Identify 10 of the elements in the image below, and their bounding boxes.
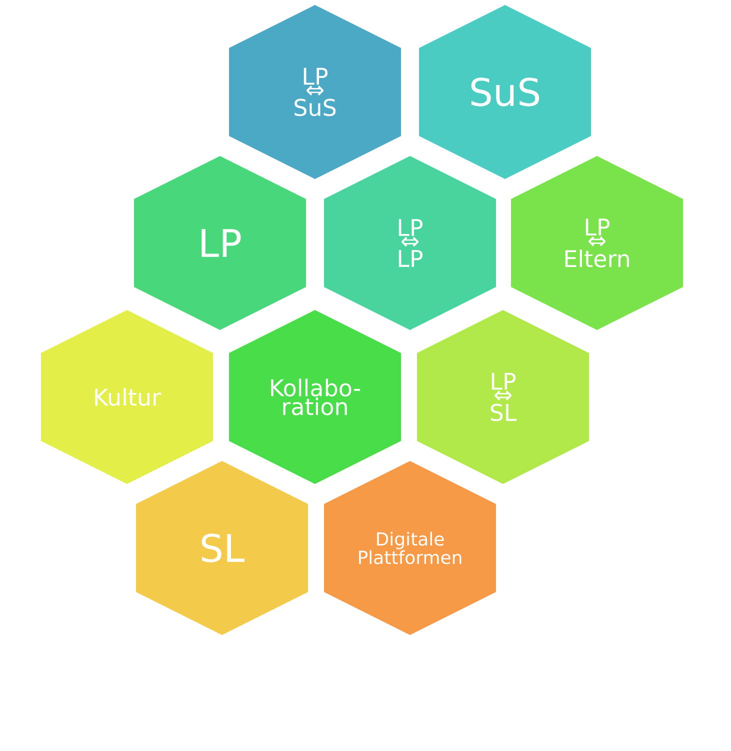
hexagon-tile: LP ⇔ Eltern [511, 156, 683, 330]
hexagon-tile: Kultur [41, 310, 213, 484]
hexagon-tile: SL [136, 461, 308, 635]
hexagon-tile: Digitale Plattformen [324, 461, 496, 635]
hexagon-tile: LP [134, 156, 306, 330]
hexagon-tile: LP ⇔ LP [324, 156, 496, 330]
hexagon-tile: LP ⇔ SuS [229, 5, 401, 179]
hexagon-tile: SuS [419, 5, 591, 179]
hexagon-tile: LP ⇔ SL [417, 310, 589, 484]
hexagon-tile: Kollabo- ration [229, 310, 401, 484]
